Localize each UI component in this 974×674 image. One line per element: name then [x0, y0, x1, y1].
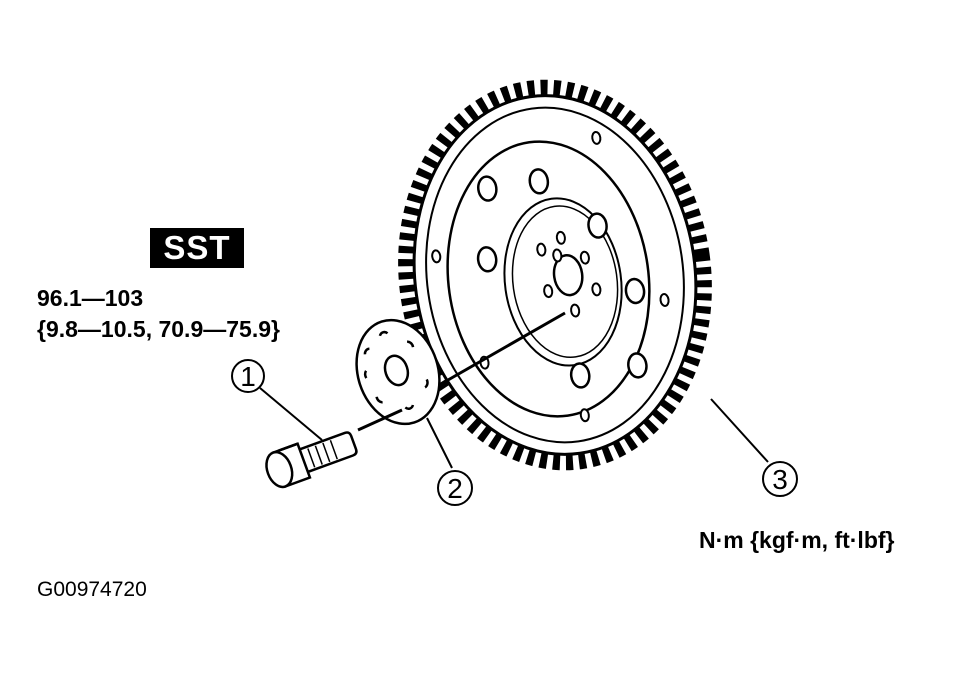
callout-1: 1 [231, 359, 265, 393]
callout-3-label: 3 [772, 464, 788, 495]
torque-units-legend: N·m {kgf·m, ft·lbf} [699, 527, 895, 553]
torque-spec-primary: 96.1—103 [37, 285, 144, 311]
leader-line-3 [710, 398, 769, 463]
callout-2-label: 2 [447, 473, 463, 504]
callout-1-label: 1 [240, 361, 256, 392]
leader-line-1 [259, 387, 323, 441]
callout-3: 3 [762, 461, 798, 497]
alignment-line-bolt-plate [357, 408, 403, 432]
bolt-icon [265, 431, 358, 489]
backing-plate-icon [355, 318, 441, 426]
figure-id: G00974720 [37, 578, 147, 601]
callout-2: 2 [437, 470, 473, 506]
leader-line-2 [426, 417, 453, 469]
alignment-line-plate-flywheel [447, 311, 566, 382]
sst-badge: SST [150, 228, 244, 268]
torque-spec-secondary: {9.8—10.5, 70.9—75.9} [37, 316, 280, 342]
flywheel-ring-gear-icon [398, 79, 712, 471]
